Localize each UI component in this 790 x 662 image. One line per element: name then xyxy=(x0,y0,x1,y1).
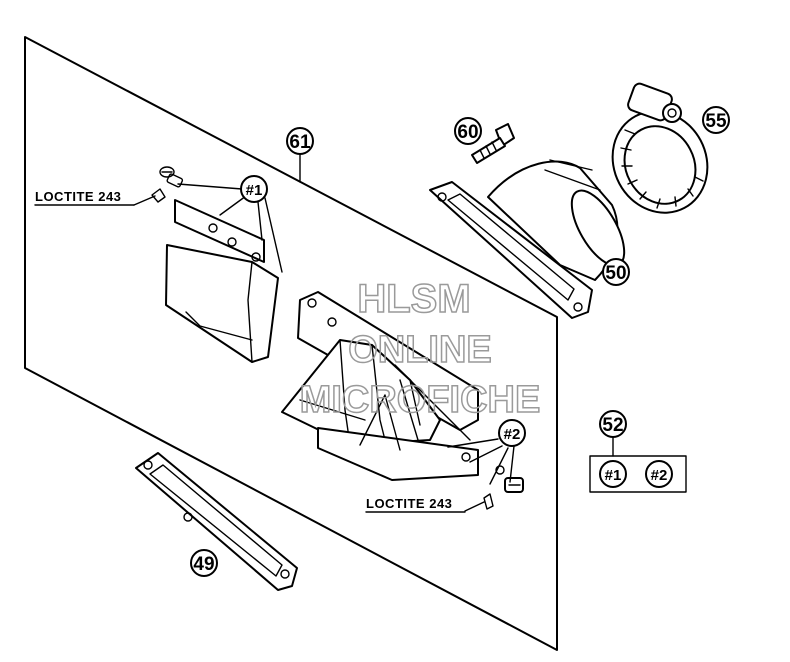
ref-2: #2 xyxy=(498,419,526,447)
svg-text:50: 50 xyxy=(605,263,626,284)
ref-1: #1 xyxy=(240,175,268,203)
kit-item-2: #2 xyxy=(645,460,673,488)
assembly-panel xyxy=(24,36,558,651)
callout-52: 52 xyxy=(599,410,627,438)
callout-61: 61 xyxy=(286,127,314,155)
callout-49: 49 xyxy=(190,549,218,577)
kit-item-1: #1 xyxy=(599,460,627,488)
bolt-60 xyxy=(471,123,515,164)
svg-text:#2: #2 xyxy=(504,426,521,443)
screw-lower xyxy=(483,477,524,510)
reed-petal-upper xyxy=(165,199,279,363)
kit-box xyxy=(589,455,687,493)
svg-text:55: 55 xyxy=(705,111,727,132)
svg-text:60: 60 xyxy=(457,122,478,143)
svg-text:#1: #1 xyxy=(246,182,263,199)
svg-text:ONLINE: ONLINE xyxy=(348,329,492,371)
watermark: HLSM ONLINE MICROFICHE xyxy=(299,276,541,422)
callout-55: 55 xyxy=(702,106,730,134)
svg-text:HLSM: HLSM xyxy=(357,277,470,321)
loctite-note-lower: LOCTITE 243 xyxy=(366,496,452,511)
screw-upper xyxy=(151,166,184,203)
callout-60: 60 xyxy=(454,117,482,145)
svg-text:#2: #2 xyxy=(651,467,668,484)
svg-text:52: 52 xyxy=(602,415,623,436)
loctite-note-upper: LOCTITE 243 xyxy=(35,189,121,204)
leader-lines xyxy=(133,152,614,512)
svg-text:61: 61 xyxy=(289,132,311,153)
intake-flange-50 xyxy=(429,159,626,319)
svg-text:#1: #1 xyxy=(605,467,622,484)
svg-text:49: 49 xyxy=(193,554,214,575)
callout-50: 50 xyxy=(602,258,630,286)
svg-text:MICROFICHE: MICROFICHE xyxy=(300,379,541,421)
hose-clamp-55 xyxy=(611,82,709,214)
gasket-49 xyxy=(135,452,298,591)
